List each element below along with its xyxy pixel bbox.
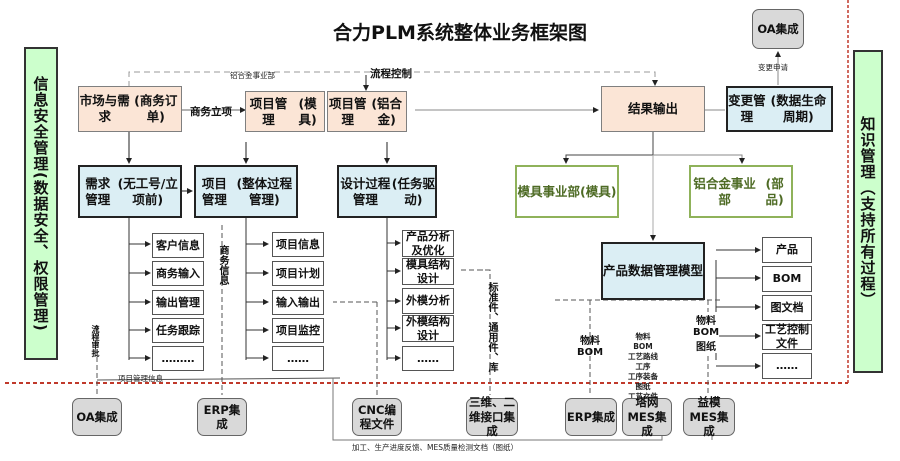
cnc-programming-files[interactable]: CNC编程文件	[352, 398, 402, 436]
pdm-item[interactable]: 图文档	[762, 295, 812, 321]
side-panel-knowledge: 知识管理（支持所有过程）	[853, 50, 883, 373]
design-item[interactable]: 产品分析及优化	[402, 230, 454, 257]
diagram-title: 合力PLM系统整体业务框架图	[333, 22, 587, 44]
cad-interface-integration[interactable]: 三维、二维接口集成	[466, 395, 518, 438]
label-change-request: 变更申请	[758, 63, 788, 72]
label-process-control: 流程控制	[370, 68, 412, 80]
project-mold-box[interactable]: 项目管理(模具)	[245, 91, 325, 132]
label-business-info: 商务信息	[217, 245, 228, 285]
demand-item[interactable]: 任务跟踪	[152, 318, 204, 343]
alu-division-box[interactable]: 铝合金事业部(部品)	[689, 165, 793, 218]
project-item[interactable]: 输入输出	[272, 290, 324, 315]
demand-item[interactable]: 商务输入	[152, 261, 204, 286]
pdm-model-box[interactable]: 产品数据管理模型	[601, 242, 705, 300]
pdm-item[interactable]: BOM	[762, 266, 812, 292]
demand-item[interactable]: ………	[152, 346, 204, 371]
design-item[interactable]: ……	[402, 346, 454, 371]
result-output-box[interactable]: 结果输出	[601, 86, 705, 132]
label-approval-flow: 流程审批	[91, 325, 100, 357]
oa-integration-top[interactable]: OA集成	[752, 9, 804, 49]
erp-integration-1[interactable]: ERP集成	[197, 398, 247, 436]
design-item[interactable]: 模具结构设计	[402, 258, 454, 285]
project-alu-box[interactable]: 项目管理(铝合金)	[327, 91, 407, 132]
project-item[interactable]: 项目信息	[272, 232, 324, 257]
change-management-box[interactable]: 变更管理(数据生命周期)	[726, 86, 833, 132]
pdm-item[interactable]: 产品	[762, 237, 812, 263]
project-overall-box[interactable]: 项目管理(整体过程管理)	[194, 165, 298, 218]
tawang-mes-integration[interactable]: 塔网MES集成	[622, 395, 672, 438]
erp-integration-2[interactable]: ERP集成	[565, 398, 617, 436]
label-bottom-feedback: 加工、生产进度反馈、MES质量检测文档（图纸）	[352, 443, 518, 452]
project-item[interactable]: 项目监控	[272, 318, 324, 343]
label-project-info-integration: 项目管理信息	[118, 374, 163, 383]
project-item[interactable]: 项目计划	[272, 261, 324, 286]
pdm-item[interactable]: 工艺控制文件	[762, 323, 812, 350]
pdm-item[interactable]: ……	[762, 353, 812, 379]
design-process-box[interactable]: 设计过程管理(任务驱动)	[337, 165, 437, 218]
label-business-approval: 商务立项	[190, 106, 232, 118]
label-alu-division-small: 铝合金事业部	[230, 71, 275, 80]
mold-division-box[interactable]: 模具事业部(模具)	[515, 165, 619, 218]
project-item[interactable]: ……	[272, 346, 324, 371]
market-demand-box[interactable]: 市场与需求(商务订单)	[78, 86, 182, 132]
yimo-mes-integration[interactable]: 益模MES集成	[683, 395, 735, 438]
demand-management-box[interactable]: 需求管理(无工号/立项前)	[78, 165, 182, 218]
design-item[interactable]: 外模分析	[402, 288, 454, 314]
demand-item[interactable]: 输出管理	[152, 290, 204, 315]
demand-item[interactable]: 客户信息	[152, 233, 204, 258]
label-standard-parts: 标准件、通用件、库	[486, 282, 497, 372]
design-item[interactable]: 外模结构设计	[402, 315, 454, 342]
side-panel-info-security: 信息安全管理(数据安全、权限管理)	[24, 47, 58, 360]
oa-integration-bottom[interactable]: OA集成	[72, 398, 122, 436]
